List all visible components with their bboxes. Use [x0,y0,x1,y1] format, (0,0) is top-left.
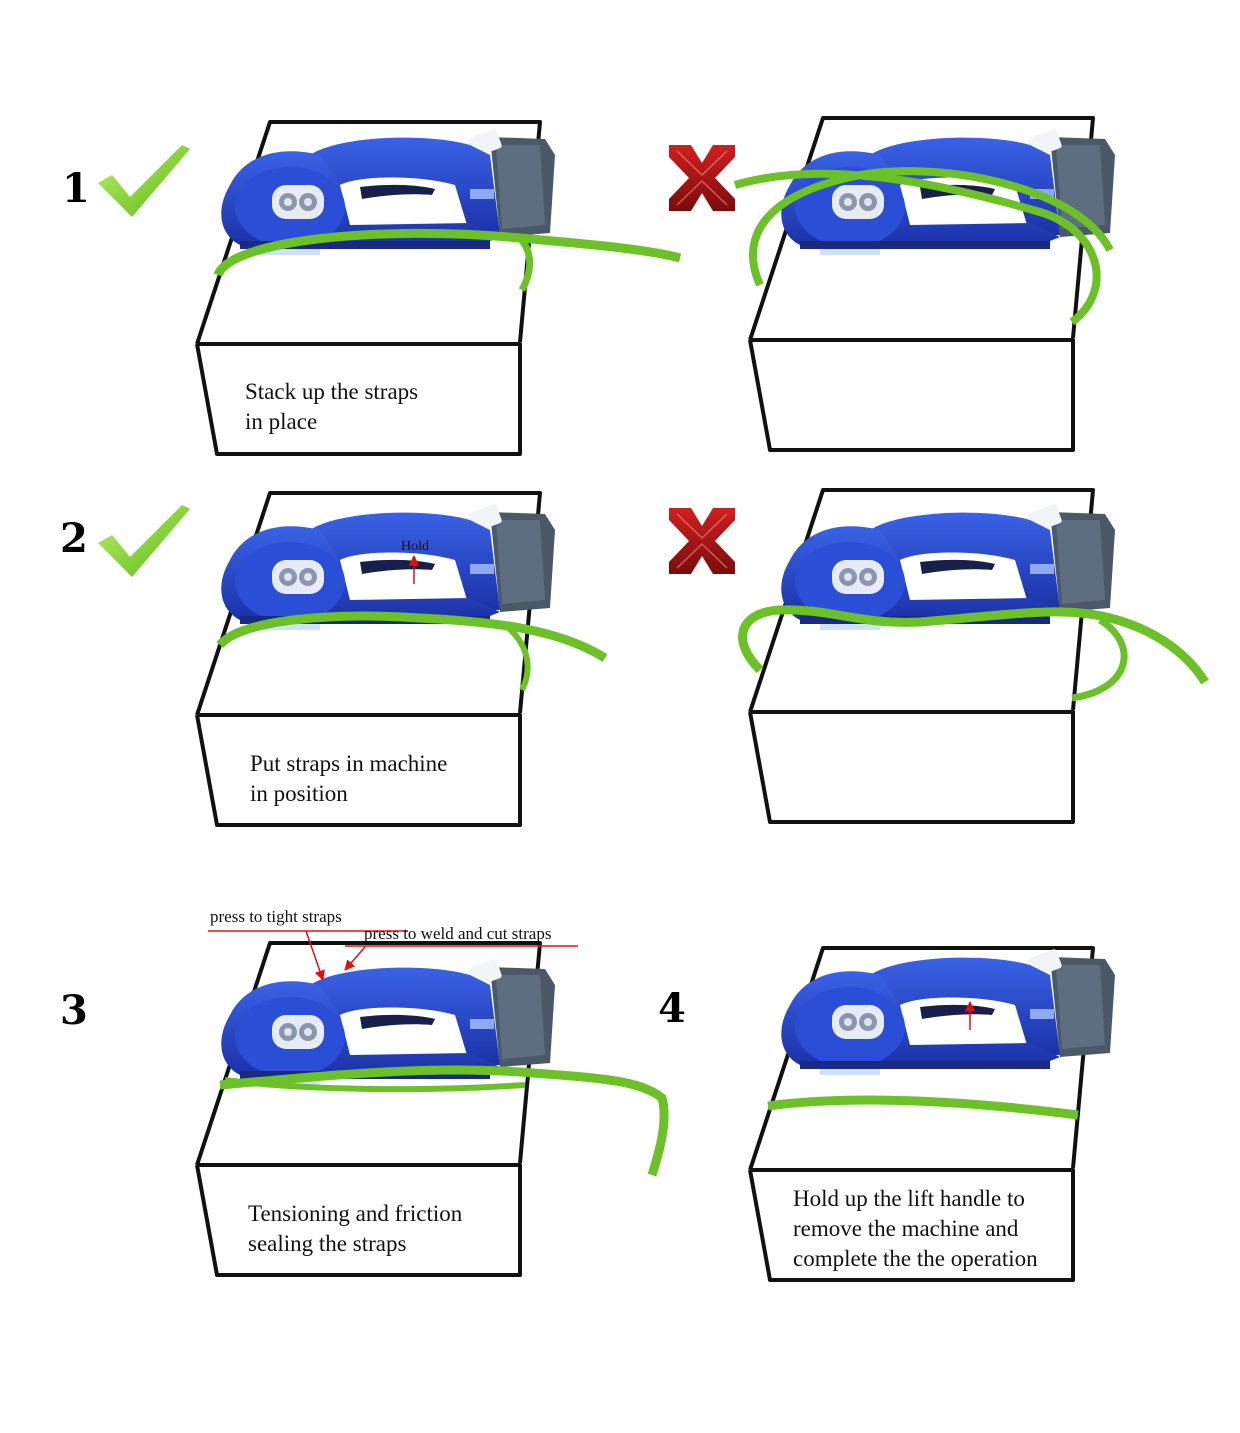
step-3-panel: 3 press to tight straps press to weld an… [60,907,669,1277]
strap-band [749,167,1114,287]
strap-band [1071,617,1128,702]
strap-band [219,1065,669,1177]
strap-band [503,622,531,692]
step-4-panel: 4 Hold up the lift handle to remove the … [658,946,1115,1282]
green-checkmark-icon [98,145,190,217]
strap-band [767,1095,1079,1120]
hold-label: Hold [401,539,429,554]
step-2-caption-line2: in position [250,781,348,806]
weld-pointer-arrow [344,946,366,971]
green-checkmark-icon [98,505,190,577]
step-2-number: 2 [60,515,88,562]
strap-band [224,1077,526,1093]
wrong-example-2-panel [668,488,1209,824]
red-x-icon [668,507,736,575]
step-1-number: 1 [62,165,90,212]
step-3-caption-line2: sealing the straps [248,1231,406,1256]
wrong-example-1-panel [668,116,1115,452]
step-4-number: 4 [658,985,686,1032]
step-1-panel: 1 Stack up the straps in place [62,120,682,456]
red-x-icon [668,144,736,212]
strap-band [733,169,1101,326]
label-press-tight-straps: press to tight straps [210,907,342,926]
step-4-caption-line1: Hold up the lift handle to [793,1186,1025,1211]
step-1-caption-line1: Stack up the straps [245,379,418,404]
label-press-weld-cut-straps: press to weld and cut straps [364,924,551,943]
step-2-panel: 2 Hold Put straps in machine in position [60,491,608,827]
strap-band [213,228,682,278]
strap-band [738,605,1209,685]
strap-band [517,235,534,292]
step-1-caption-line2: in place [245,409,317,434]
step-2-caption-line1: Put straps in machine [250,751,447,776]
step-4-caption-line2: remove the machine and [793,1216,1019,1241]
strap-band [216,611,608,662]
step-3-number: 3 [60,987,88,1034]
tight-pointer-arrow [305,930,325,981]
step-4-caption-line3: complete the the operation [793,1246,1038,1271]
step-3-caption-line1: Tensioning and friction [248,1201,463,1226]
